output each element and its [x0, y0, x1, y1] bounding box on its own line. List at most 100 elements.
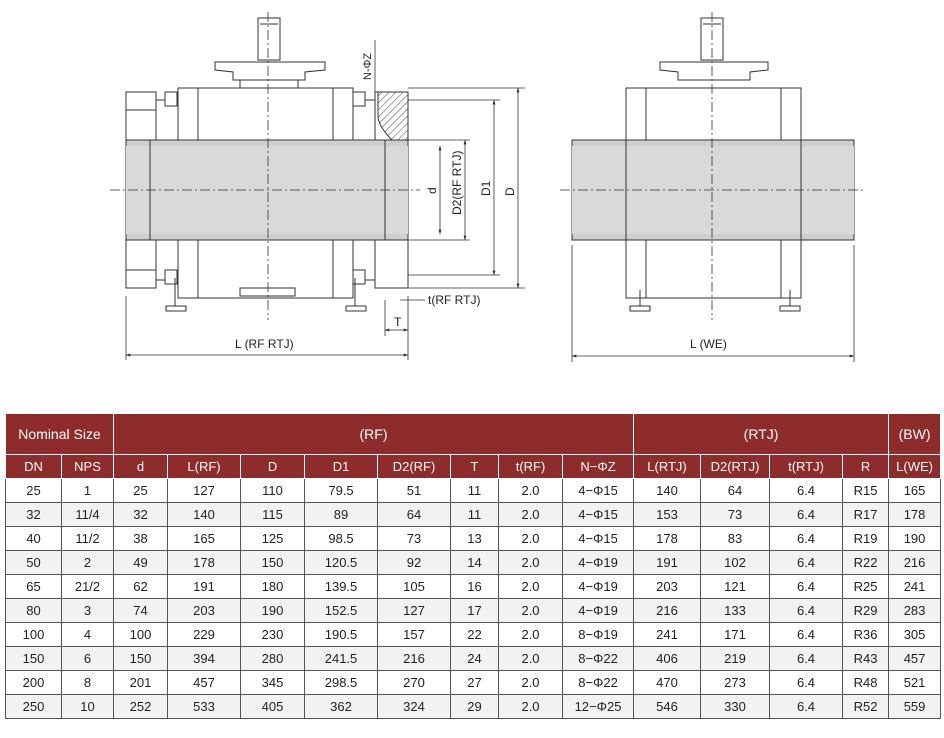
table-cell: 8−Φ22	[562, 646, 635, 671]
table-cell: 153	[633, 502, 702, 527]
weld-end-valve-view	[560, 12, 866, 320]
table-cell: 2.0	[498, 622, 564, 647]
table-cell: 11	[450, 478, 500, 503]
table-cell: 241.5	[304, 646, 379, 671]
table-cell: 1	[60, 478, 115, 503]
table-cell: 80	[5, 598, 62, 623]
column-header: t(RTJ)	[769, 454, 844, 479]
table-cell: 40	[5, 526, 62, 551]
table-cell: 203	[167, 598, 242, 623]
table-cell: 216	[377, 646, 452, 671]
table-cell: 13	[450, 526, 500, 551]
column-header: t(RF)	[498, 454, 564, 479]
table-cell: 125	[240, 526, 306, 551]
table-cell: 229	[167, 622, 242, 647]
table-cell: 105	[377, 574, 452, 599]
table-cell: 152.5	[304, 598, 379, 623]
table-cell: 4−Φ19	[562, 598, 635, 623]
table-cell: 457	[167, 670, 242, 695]
table-cell: 89	[304, 502, 379, 527]
table-cell: 10	[60, 694, 115, 719]
table-cell: 6	[60, 646, 115, 671]
table-cell: R22	[842, 550, 890, 575]
table-cell: 470	[633, 670, 702, 695]
table-cell: 79.5	[304, 478, 379, 503]
table-cell: 546	[633, 694, 702, 719]
rf-header: (RF)	[113, 413, 635, 455]
column-header: L(WE)	[888, 454, 942, 479]
table-cell: 2.0	[498, 694, 564, 719]
table-cell: 6.4	[769, 502, 844, 527]
table-cell: 201	[113, 670, 169, 695]
table-cell: 100	[5, 622, 62, 647]
table-cell: 252	[113, 694, 169, 719]
table-cell: 64	[377, 502, 452, 527]
dimension-table: Nominal Size (RF) (RTJ) (BW) DN NPS d L(…	[4, 413, 942, 719]
l-we-label: L (WE)	[690, 337, 727, 351]
table-cell: R17	[842, 502, 890, 527]
table-cell: 203	[633, 574, 702, 599]
table-cell: 157	[377, 622, 452, 647]
table-cell: 533	[167, 694, 242, 719]
table-cell: 190	[888, 526, 942, 551]
table-cell: 2.0	[498, 646, 564, 671]
table-cell: 216	[888, 550, 942, 575]
table-cell: 2.0	[498, 550, 564, 575]
table-cell: 102	[700, 550, 771, 575]
table-cell: 330	[700, 694, 771, 719]
table-cell: 21/2	[60, 574, 115, 599]
table-cell: 200	[5, 670, 62, 695]
d-label: d	[425, 187, 439, 194]
table-cell: 8−Φ22	[562, 670, 635, 695]
table-cell: 74	[113, 598, 169, 623]
table-cell: R29	[842, 598, 890, 623]
valve-technical-drawing: N-ΦZ d D2(RF RTJ) D1 D t(RF RTJ) T L (RF…	[110, 12, 866, 362]
table-cell: 270	[377, 670, 452, 695]
table-cell: 241	[888, 574, 942, 599]
flanged-valve-view	[110, 12, 420, 320]
table-cell: 250	[5, 694, 62, 719]
table-cell: 190	[240, 598, 306, 623]
table-cell: 6.4	[769, 670, 844, 695]
table-cell: R25	[842, 574, 890, 599]
column-header: N−ΦZ	[562, 454, 635, 479]
table-cell: 4−Φ15	[562, 478, 635, 503]
table-cell: 121	[700, 574, 771, 599]
table-cell: 178	[633, 526, 702, 551]
table-cell: 98.5	[304, 526, 379, 551]
table-cell: 280	[240, 646, 306, 671]
table-cell: 2.0	[498, 526, 564, 551]
table-cell: 6.4	[769, 646, 844, 671]
column-header: NPS	[60, 454, 115, 479]
table-cell: 405	[240, 694, 306, 719]
n-phi-z-label: N-ΦZ	[362, 53, 374, 80]
table-cell: 305	[888, 622, 942, 647]
table-cell: 362	[304, 694, 379, 719]
table-cell: 73	[700, 502, 771, 527]
table-cell: 150	[5, 646, 62, 671]
table-cell: 140	[633, 478, 702, 503]
table-cell: 180	[240, 574, 306, 599]
column-header: L(RTJ)	[633, 454, 702, 479]
table-cell: 241	[633, 622, 702, 647]
table-cell: 8	[60, 670, 115, 695]
table-cell: 14	[450, 550, 500, 575]
table-cell: R15	[842, 478, 890, 503]
column-header: d	[113, 454, 169, 479]
table-cell: 11/2	[60, 526, 115, 551]
table-cell: 73	[377, 526, 452, 551]
table-cell: 6.4	[769, 622, 844, 647]
table-cell: 16	[450, 574, 500, 599]
table-cell: 50	[5, 550, 62, 575]
table-cell: R48	[842, 670, 890, 695]
table-cell: 521	[888, 670, 942, 695]
table-cell: 3	[60, 598, 115, 623]
table-cell: 2.0	[498, 574, 564, 599]
table-cell: 127	[377, 598, 452, 623]
table-cell: 191	[167, 574, 242, 599]
bw-header: (BW)	[888, 413, 942, 455]
table-cell: 298.5	[304, 670, 379, 695]
